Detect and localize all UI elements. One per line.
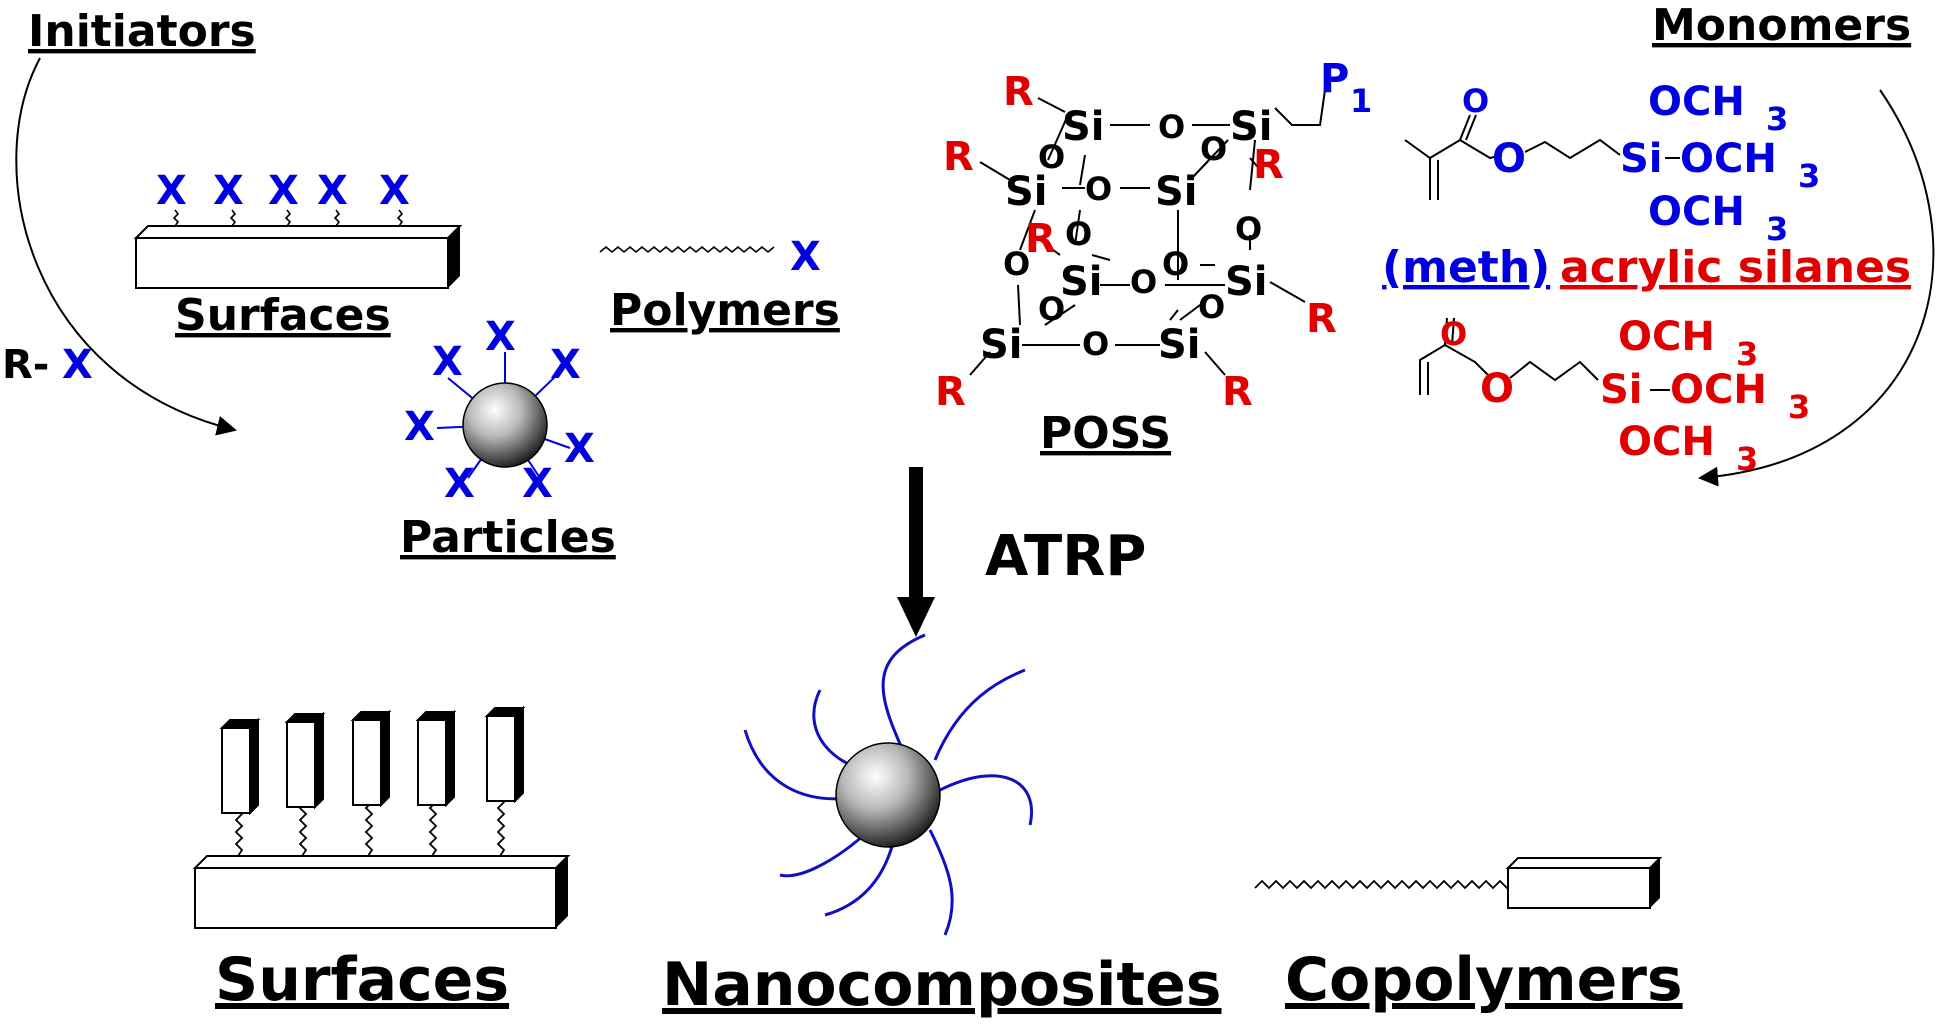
svg-text:OCH: OCH: [1618, 314, 1715, 360]
polymers-label: Polymers: [610, 285, 840, 336]
svg-text:Si: Si: [980, 322, 1023, 368]
svg-text:O: O: [1480, 366, 1514, 412]
svg-text:O: O: [1003, 245, 1030, 283]
svg-text:R: R: [1025, 216, 1056, 262]
monomers-arrow: [1698, 89, 1935, 487]
initiators-heading: Initiators: [28, 6, 256, 57]
svg-text:Si: Si: [1158, 322, 1201, 368]
nanocomposite-particle: [743, 633, 1033, 936]
initiator-surface: X X X X X: [133, 168, 463, 289]
initiator-polymer-chain: [599, 245, 775, 254]
svg-text:R: R: [935, 369, 966, 415]
svg-text:3: 3: [1736, 440, 1758, 478]
svg-text:1: 1: [1350, 82, 1372, 120]
svg-text:OCH: OCH: [1648, 189, 1745, 235]
svg-text:X: X: [62, 342, 93, 388]
atrp-label: ATRP: [985, 524, 1146, 589]
svg-text:3: 3: [1766, 210, 1788, 248]
svg-text:(meth): (meth): [1382, 242, 1550, 293]
nanocomposite-sphere: [835, 742, 941, 848]
nanocomposites-label: Nanocomposites: [662, 950, 1221, 1020]
svg-text:X: X: [564, 426, 595, 472]
svg-text:O: O: [1130, 263, 1157, 301]
copolymers-label: Copolymers: [1285, 945, 1683, 1015]
atrp-arrow: [897, 467, 935, 637]
svg-text:OCH: OCH: [1680, 136, 1777, 182]
svg-text:Si: Si: [1600, 367, 1643, 413]
svg-text:3: 3: [1766, 100, 1788, 138]
svg-text:Si: Si: [1155, 169, 1198, 215]
svg-text:3: 3: [1736, 335, 1758, 373]
svg-text:Si: Si: [1062, 104, 1105, 150]
svg-text:acrylic silanes: acrylic silanes: [1560, 242, 1911, 293]
svg-text:O: O: [1038, 290, 1065, 328]
block-copolymer: [1254, 857, 1663, 909]
meth-acrylic-silanes-label: (meth) acrylic silanes: [1382, 242, 1911, 293]
svg-text:R: R: [1306, 296, 1337, 342]
svg-text:X: X: [432, 339, 463, 385]
methacrylic-silane-structure: O O Si OCH 3 OCH 3 OCH 3: [1404, 79, 1820, 248]
svg-text:X: X: [317, 168, 348, 214]
svg-text:X: X: [485, 314, 516, 360]
polymer-end-x: X: [790, 234, 821, 280]
initiators-arrow: [15, 57, 237, 436]
svg-text:X: X: [550, 342, 581, 388]
svg-text:X: X: [213, 168, 244, 214]
svg-text:X: X: [268, 168, 299, 214]
svg-text:O: O: [1492, 136, 1526, 182]
r-x-label: R- X: [2, 342, 93, 388]
svg-text:X: X: [379, 168, 410, 214]
svg-text:OCH: OCH: [1670, 367, 1767, 413]
svg-text:R: R: [1003, 69, 1034, 115]
acrylic-silane-structure: O O Si OCH 3 OCH 3 OCH 3: [1419, 314, 1810, 478]
svg-text:O: O: [1462, 82, 1489, 120]
svg-text:O: O: [1200, 130, 1227, 168]
svg-text:R-: R-: [2, 342, 49, 388]
svg-text:O: O: [1198, 288, 1225, 326]
monomers-heading: Monomers: [1652, 0, 1911, 51]
svg-text:Si: Si: [1620, 136, 1663, 182]
surfaces-product-label: Surfaces: [215, 945, 509, 1015]
svg-text:X: X: [522, 461, 553, 507]
svg-text:O: O: [1085, 170, 1112, 208]
svg-text:O: O: [1082, 325, 1109, 363]
svg-text:O: O: [1065, 215, 1092, 253]
grafted-surface: [192, 705, 571, 929]
svg-text:O: O: [1235, 210, 1262, 248]
svg-text:Si: Si: [1005, 169, 1048, 215]
svg-text:X: X: [404, 404, 435, 450]
svg-text:Si: Si: [1060, 259, 1103, 305]
poss-label: POSS: [1040, 408, 1171, 459]
particles-label: Particles: [400, 512, 616, 563]
svg-text:R: R: [943, 134, 974, 180]
poss-cage: Si Si Si Si Si Si Si Si O O O O O O O O …: [935, 56, 1372, 415]
svg-text:O: O: [1158, 108, 1185, 146]
svg-text:X: X: [156, 168, 187, 214]
svg-text:OCH: OCH: [1648, 79, 1745, 125]
svg-text:R: R: [1253, 142, 1284, 188]
svg-text:OCH: OCH: [1618, 419, 1715, 465]
svg-text:Si: Si: [1225, 259, 1268, 305]
svg-text:R: R: [1222, 369, 1253, 415]
initiator-particle: X X X X X X X: [404, 314, 595, 507]
svg-text:P: P: [1320, 56, 1349, 102]
svg-text:O: O: [1162, 245, 1189, 283]
svg-text:Si: Si: [1230, 104, 1273, 150]
svg-text:X: X: [444, 461, 475, 507]
svg-text:3: 3: [1798, 157, 1820, 195]
svg-text:O: O: [1038, 138, 1065, 176]
svg-text:O: O: [1440, 315, 1467, 353]
particle-sphere: [462, 382, 548, 468]
svg-text:3: 3: [1788, 388, 1810, 426]
surfaces-initiator-label: Surfaces: [175, 290, 391, 341]
